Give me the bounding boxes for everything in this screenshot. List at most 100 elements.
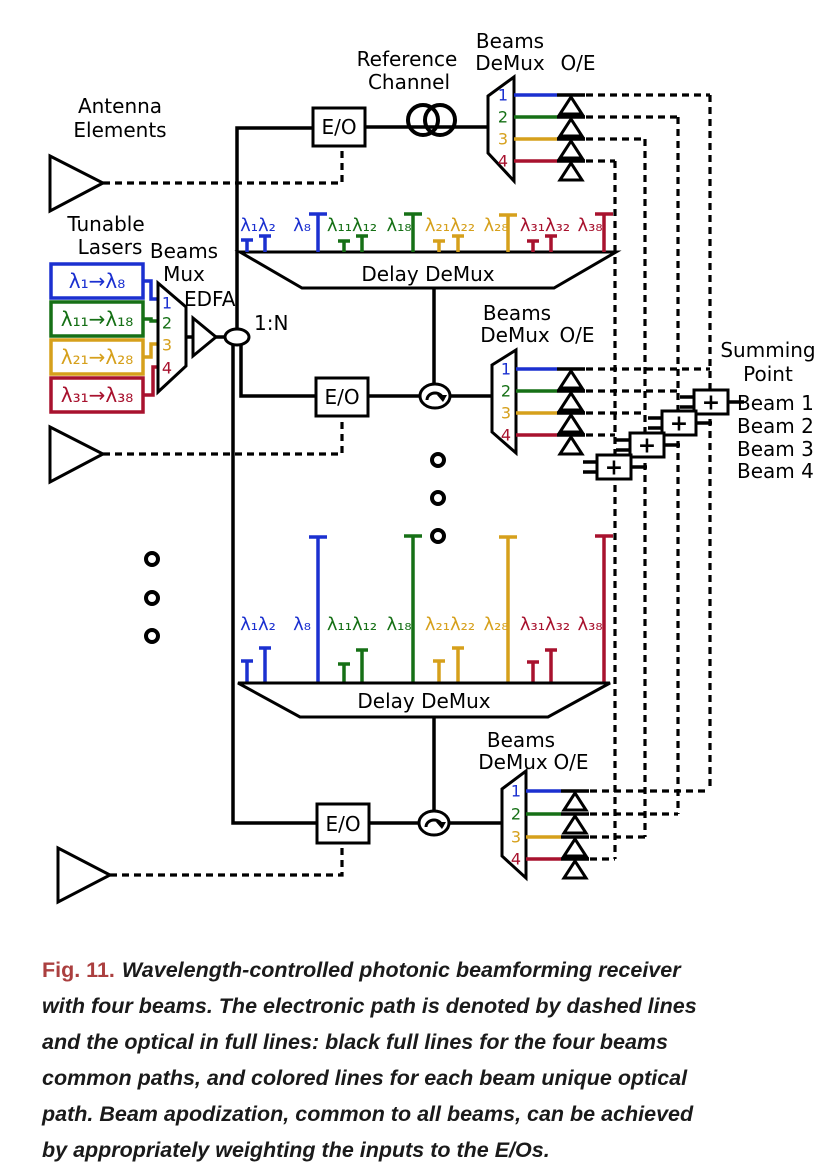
beam-output-labels: Beam 1 Beam 2 Beam 3 Beam 4: [737, 391, 814, 483]
beams-demux-bot-label-1: Beams: [487, 728, 555, 752]
demux-port-3: 3: [498, 130, 508, 149]
caption-line: by appropriately weighting the inputs to…: [42, 1138, 550, 1162]
eo-modulators: E/O E/O E/O: [311, 106, 371, 845]
caption-line: Fig. 11.Wavelength-controlled photonic b…: [42, 952, 812, 988]
tap-label: λ₁₈: [386, 614, 411, 635]
beams-mux-label-2: Mux: [163, 262, 205, 286]
caption-line: path. Beam apodization, common to all be…: [42, 1102, 694, 1126]
delay-demux-1-tap-labels: λ₁λ₂ λ₈ λ₁₁λ₁₂ λ₁₈ λ₂₁λ₂₂ λ₂₈ λ₃₁λ₃₂ λ₃₈: [240, 215, 602, 236]
reference-channel-label-2: Channel: [368, 70, 450, 94]
tap-label: λ₁₁λ₁₂: [327, 614, 377, 635]
eo-box-bottom: [315, 802, 371, 845]
circulator-middle: [418, 382, 452, 410]
tap-label: λ₃₁λ₃₂: [520, 614, 570, 635]
beams-demux-top-label-2: DeMux: [475, 51, 545, 75]
tap-label: λ₂₁λ₂₂: [425, 614, 475, 635]
demux-port-4: 4: [511, 850, 521, 869]
mux-port-4: 4: [162, 359, 172, 378]
plus-sign: +: [670, 412, 688, 437]
demux-port-4: 4: [498, 152, 508, 171]
edfa-label: EDFA: [184, 287, 236, 311]
laser-range-2: λ₁₁→λ₁₈: [61, 307, 134, 331]
figure-number: Fig. 11.: [42, 958, 115, 982]
antenna-elements: [48, 153, 114, 905]
beam-1-label: Beam 1: [737, 391, 814, 415]
demux-port-3: 3: [501, 404, 511, 423]
tap-label: λ₃₈: [577, 215, 602, 236]
beams-demux-mid-label-1: Beams: [483, 301, 551, 325]
summing-point-label-1: Summing: [720, 338, 815, 362]
antenna-3: [56, 845, 114, 905]
beams-demux-middle: 1 2 3 4: [490, 347, 557, 457]
splitter-label: 1:N: [254, 311, 288, 335]
plus-sign: +: [605, 456, 623, 481]
caption-line: common paths, and colored lines for each…: [42, 1066, 688, 1090]
eo-box-top: [311, 106, 367, 148]
laser-range-1: λ₁→λ₈: [69, 269, 125, 293]
antenna-1: [48, 153, 107, 214]
tunable-lasers-label-1: Tunable: [66, 212, 144, 236]
antenna-ellipsis-dots: [144, 551, 160, 644]
summing-node-beam3: [628, 431, 666, 459]
summing-point-label-2: Point: [743, 362, 793, 386]
caption-line: and the optical in full lines: black ful…: [42, 1030, 668, 1054]
demux-port-1: 1: [501, 360, 511, 379]
fiber-coil-icon: [406, 103, 457, 137]
demux-port-3: 3: [511, 828, 521, 847]
oe-top-label: O/E: [560, 51, 595, 75]
tap-label: λ₂₈: [483, 614, 508, 635]
demux-port-1: 1: [498, 86, 508, 105]
mux-port-2: 2: [162, 314, 172, 333]
laser-range-3: λ₂₁→λ₂₈: [61, 345, 134, 369]
eo-label-bottom: E/O: [325, 812, 360, 836]
photodiodes-bottom: [561, 789, 589, 880]
reference-channel-label-1: Reference: [357, 47, 458, 71]
demux-port-2: 2: [498, 108, 508, 127]
beams-mux: 1 2 3 4: [156, 279, 188, 396]
mux-port-1: 1: [162, 294, 172, 313]
tap-label: λ₂₈: [483, 215, 508, 236]
beams-demux-mid-label-2: DeMux: [480, 323, 550, 347]
summing-nodes: + + + +: [583, 388, 744, 481]
caption-text: Wavelength-controlled photonic beamformi…: [121, 958, 681, 982]
plus-sign: +: [702, 391, 720, 416]
demux-port-1: 1: [511, 782, 521, 801]
delay-demux-2: λ₁λ₂ λ₈ λ₁₁λ₁₂ λ₁₈ λ₂₁λ₂₂ λ₂₈ λ₃₁λ₃₂ λ₃₈…: [237, 534, 613, 719]
splitter-1n: [223, 327, 251, 347]
tap-label: λ₁λ₂: [240, 614, 276, 635]
channel-ellipsis-dots: [430, 452, 446, 544]
eo-box-middle: [314, 376, 370, 418]
tap-label: λ₁λ₂: [240, 215, 276, 236]
delay-demux-2-taps: [241, 534, 613, 683]
summing-node-beam1: [692, 388, 730, 416]
tap-label: λ₃₈: [577, 614, 602, 635]
beam-2-label: Beam 2: [737, 414, 814, 438]
laser-box-3: [49, 338, 145, 376]
figure-caption: Fig. 11.Wavelength-controlled photonic b…: [42, 952, 812, 1168]
beam-4-label: Beam 4: [737, 459, 814, 483]
tap-label: λ₈: [293, 614, 311, 635]
beams-demux-top-label-1: Beams: [476, 29, 544, 53]
tap-label: λ₈: [293, 215, 311, 236]
laser-range-4: λ₃₁→λ₃₈: [61, 383, 134, 407]
delay-demux-1-taps: [241, 212, 613, 252]
antenna-elements-label-2: Elements: [73, 118, 166, 142]
delay-demux-2-label: Delay DeMux: [357, 689, 490, 713]
delay-demux-2-tap-labels: λ₁λ₂ λ₈ λ₁₁λ₁₂ λ₁₈ λ₂₁λ₂₂ λ₂₈ λ₃₁λ₃₂ λ₃₈: [240, 614, 602, 635]
beams-demux-bottom: 1 2 3 4: [500, 768, 561, 882]
tap-label: λ₂₁λ₂₂: [425, 215, 475, 236]
tap-label: λ₁₈: [386, 215, 411, 236]
circulator-bottom: [417, 809, 451, 837]
beams-demux-top: 1 2 3 4: [486, 74, 557, 185]
tunable-laser-bank: λ₁→λ₈ λ₁₁→λ₁₈ λ₂₁→λ₂₈ λ₃₁→λ₃₈: [49, 262, 158, 414]
tunable-lasers-label-2: Lasers: [78, 235, 143, 259]
demux-port-2: 2: [511, 805, 521, 824]
antenna-2: [48, 424, 107, 485]
oe-mid-label: O/E: [559, 323, 594, 347]
plus-sign: +: [638, 434, 656, 459]
beams-demux-bot-label-2: DeMux: [478, 750, 548, 774]
beam-3-label: Beam 3: [737, 437, 814, 461]
electronic-dashed-lines: [103, 93, 712, 877]
oe-bot-label: O/E: [553, 750, 588, 774]
